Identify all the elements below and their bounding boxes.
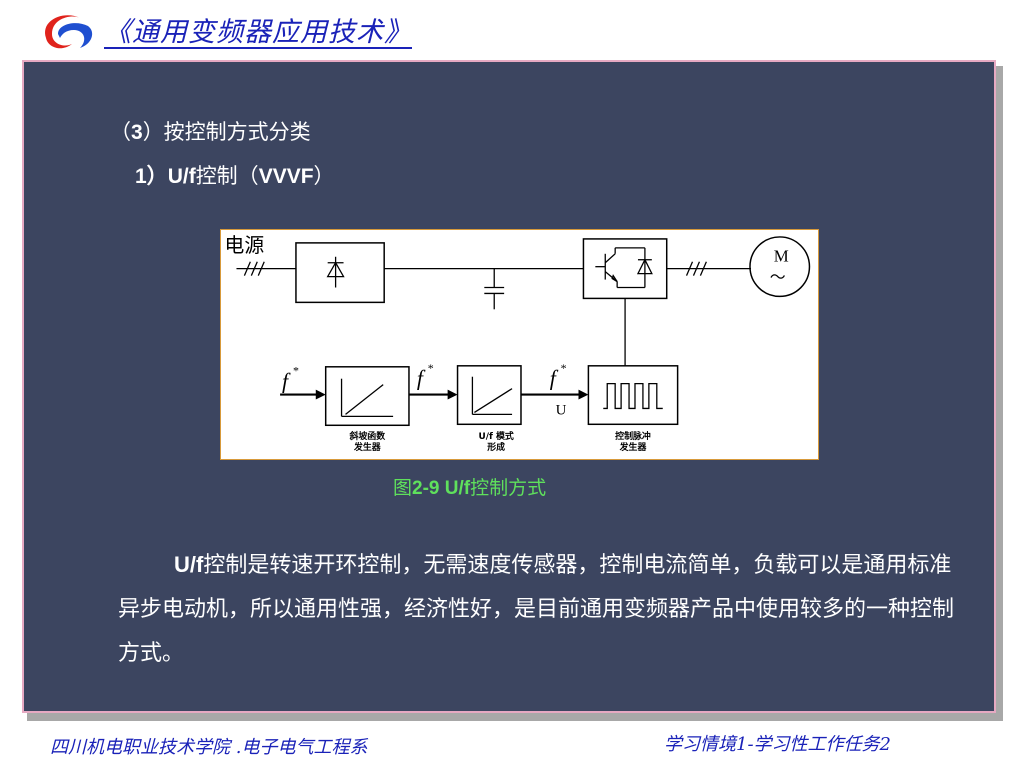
footer-task: 学习情境1-学习性工作任务2 xyxy=(664,734,891,755)
f-star-uf-out: f xyxy=(550,367,559,391)
subsection-heading: 1）U/f控制（VVVF） xyxy=(135,164,335,188)
uf-pattern-label-2: 形成 xyxy=(487,441,505,453)
f-star-mark-2: * xyxy=(428,361,434,375)
red-blue-swirl-logo xyxy=(45,15,93,49)
section-heading: （3）按控制方式分类 xyxy=(110,120,311,144)
power-label: 电源 xyxy=(225,234,265,257)
uf-pattern-label-1: U/f 模式 xyxy=(479,430,514,442)
motor-ac-symbol: ～ xyxy=(770,268,786,287)
u-label: U xyxy=(556,402,567,418)
body-paragraph: U/f控制是转速开环控制，无需速度传感器，控制电流简单，负载可以是通用标准异步电… xyxy=(118,552,955,666)
uf-control-block-diagram: 电源 M ～ f * f * f * U 斜坡函数 发生器 U/f 模式 形成 … xyxy=(220,229,819,460)
f-star-ramp-out: f xyxy=(417,367,426,391)
footer-school: 四川机电职业技术学院 .电子电气工程系 xyxy=(50,737,368,758)
f-star-mark-3: * xyxy=(561,361,567,375)
motor-label: M xyxy=(774,247,789,266)
ramp-generator-label-1: 斜坡函数 xyxy=(349,430,386,442)
f-star-input: f xyxy=(282,370,291,394)
course-title: 《通用变频器应用技术》 xyxy=(104,17,412,48)
f-star-mark-1: * xyxy=(293,364,299,378)
pulse-generator-label-2: 发生器 xyxy=(619,441,648,453)
ramp-generator-label-2: 发生器 xyxy=(353,441,382,453)
figure-caption: 图2-9 U/f控制方式 xyxy=(393,477,547,499)
pulse-generator-label-1: 控制脉冲 xyxy=(615,430,651,442)
